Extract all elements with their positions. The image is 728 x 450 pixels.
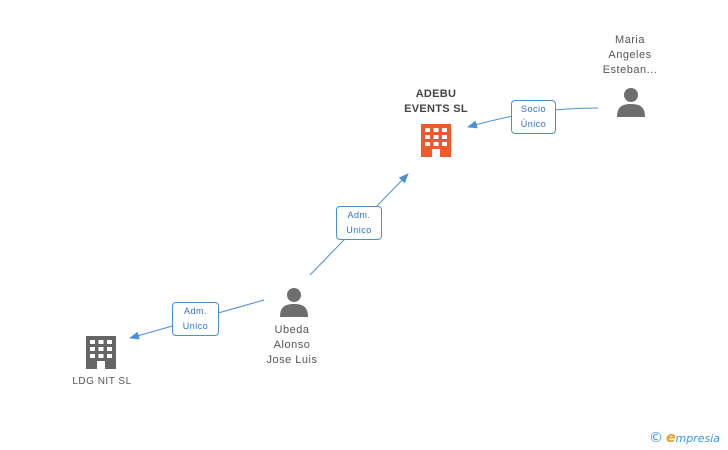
relation-badge-adm-unico-bottom: Adm. Unico xyxy=(172,302,219,336)
person-name-line2: Alonso xyxy=(273,339,311,351)
relation-line1: Adm. xyxy=(347,210,371,220)
empresia-watermark: ©empresia xyxy=(649,430,720,446)
person-name-maria[interactable]: Maria Angeles Esteban... xyxy=(590,33,670,78)
person-icon[interactable] xyxy=(617,88,645,117)
company-name-adebu[interactable]: ADEBU EVENTS SL xyxy=(390,87,482,117)
relation-line2: Unico xyxy=(346,225,372,235)
building-icon[interactable] xyxy=(86,336,116,369)
brand-name: mpresia xyxy=(675,432,720,445)
person-icon[interactable] xyxy=(280,288,308,317)
building-icon[interactable] xyxy=(421,124,451,157)
relation-line1: Socio xyxy=(520,104,546,114)
company-name-line2: EVENTS SL xyxy=(404,103,468,115)
person-name-line2: Angeles xyxy=(608,49,652,61)
person-name-line3: Esteban... xyxy=(602,64,658,76)
brand-initial: e xyxy=(665,430,676,446)
relation-line1: Adm. xyxy=(183,306,207,316)
person-name-ubeda[interactable]: Ubeda Alonso Jose Luis xyxy=(252,323,332,368)
person-name-line3: Jose Luis xyxy=(266,354,318,366)
copyright-symbol: © xyxy=(648,430,663,446)
relation-badge-adm-unico-top: Adm. Unico xyxy=(336,206,382,240)
person-name-line1: Ubeda xyxy=(274,324,310,336)
person-name-line1: Maria xyxy=(614,34,645,46)
relation-line2: Único xyxy=(520,119,547,129)
relation-line2: Unico xyxy=(182,321,209,331)
relation-badge-socio-unico: Socio Único xyxy=(511,100,556,134)
company-name-line1: ADEBU xyxy=(415,88,457,100)
company-name-ldg[interactable]: LDG NIT SL xyxy=(72,376,132,387)
